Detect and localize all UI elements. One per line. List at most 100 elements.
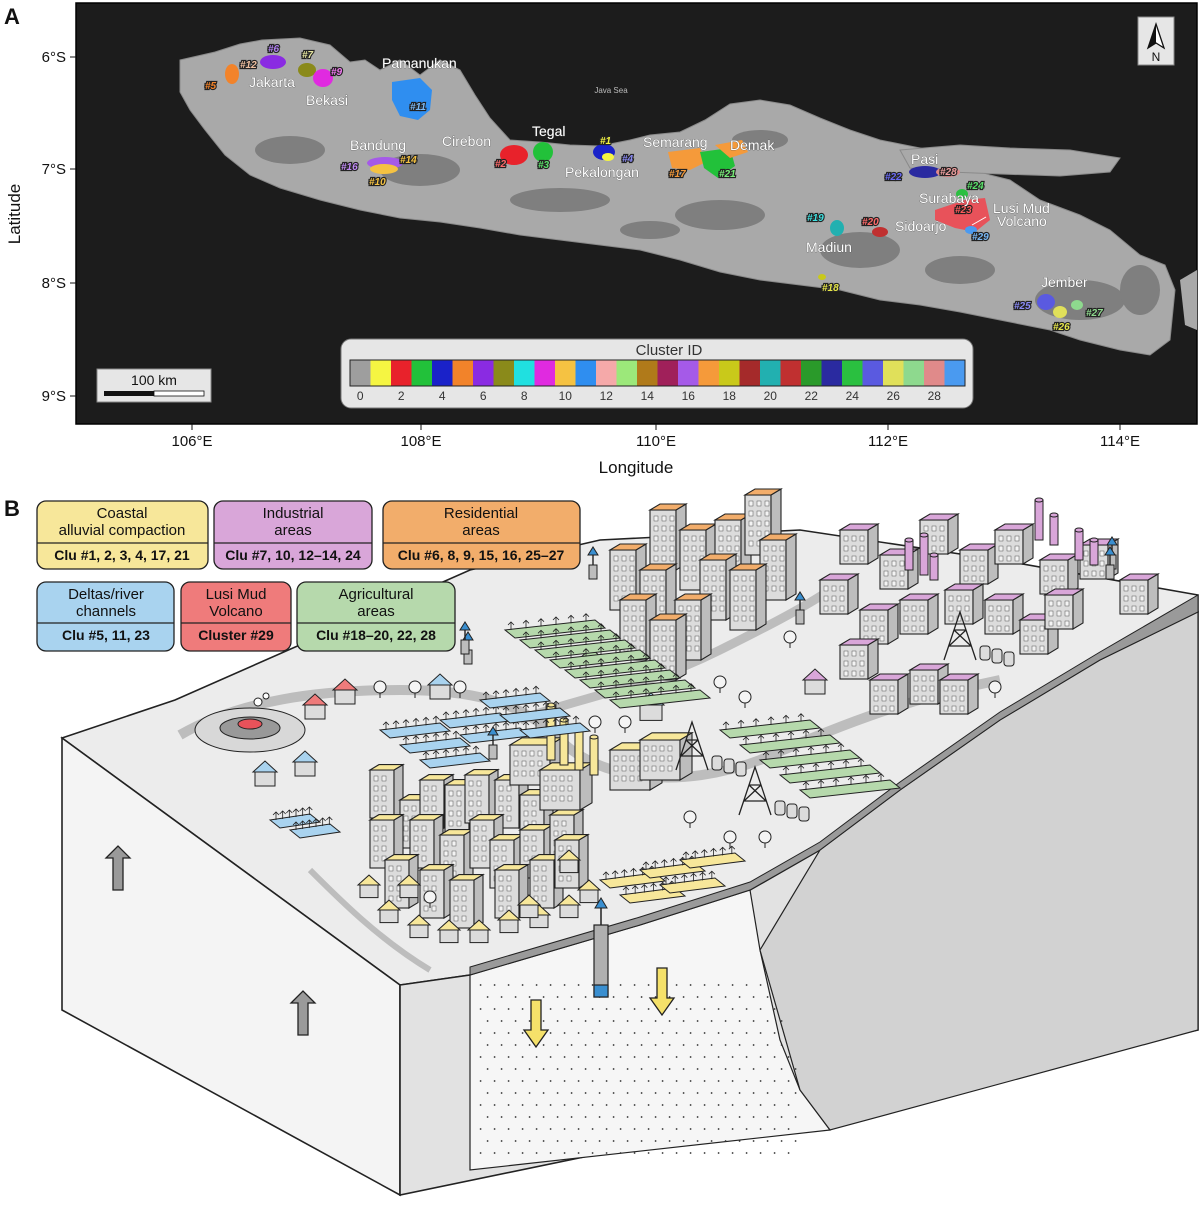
field-plot	[533, 639, 637, 659]
window	[998, 535, 1004, 542]
window	[613, 555, 619, 562]
window	[659, 595, 665, 602]
window	[779, 555, 785, 562]
window	[461, 915, 467, 922]
window	[1051, 565, 1057, 572]
crop-plant	[507, 621, 515, 630]
stipple-dot	[724, 1068, 727, 1070]
stipple-dot	[696, 1140, 699, 1142]
field-plot	[718, 719, 822, 739]
building-side	[847, 573, 859, 615]
stipple-dot	[766, 1092, 769, 1094]
crop-plant	[687, 683, 695, 692]
legend-swatch	[698, 360, 719, 386]
legend-swatch	[883, 360, 904, 386]
window	[1006, 545, 1012, 552]
stipple-dot	[794, 1068, 797, 1070]
window	[939, 525, 945, 532]
box-title: areas	[357, 603, 395, 620]
x-tick-label: 112°E	[868, 433, 908, 450]
crop-field	[658, 870, 727, 894]
box-title: areas	[274, 522, 312, 539]
stipple-dot	[626, 1092, 629, 1094]
stipple-dot	[563, 1152, 566, 1154]
crop-plant	[657, 686, 665, 695]
window	[423, 875, 429, 882]
stipple-dot	[563, 1104, 566, 1106]
stipple-dot	[549, 1104, 552, 1106]
field-plot	[678, 852, 747, 869]
window	[956, 605, 962, 612]
crop-plant	[582, 659, 590, 669]
stipple-dot	[640, 1092, 643, 1094]
tree	[618, 715, 632, 733]
building-side	[578, 833, 589, 889]
window	[899, 570, 905, 577]
window	[431, 795, 437, 802]
window	[748, 530, 754, 537]
window	[899, 560, 905, 567]
window	[551, 775, 557, 782]
residential-tower	[648, 503, 688, 571]
crop-plant	[597, 658, 605, 667]
window	[396, 865, 402, 872]
window	[686, 645, 692, 652]
legend-tick-label: 22	[805, 389, 819, 403]
window	[1139, 585, 1145, 592]
crop-plant	[642, 664, 650, 674]
chimney-stack	[919, 534, 929, 576]
window	[613, 775, 619, 782]
tree	[373, 680, 387, 698]
stipple-dot	[570, 1020, 573, 1022]
chimney-top	[1034, 497, 1044, 503]
crop-plant	[319, 817, 326, 826]
crop-plant	[627, 643, 635, 652]
drill-rig	[675, 719, 747, 777]
stipple-dot	[605, 1032, 608, 1034]
window	[718, 525, 724, 532]
crop-plant	[452, 710, 460, 719]
stipple-dot	[717, 1056, 720, 1058]
stipple-dot	[752, 1068, 755, 1070]
stipple-dot	[507, 1104, 510, 1106]
window	[423, 905, 429, 912]
stipple-dot	[675, 1128, 678, 1130]
crop-plant	[691, 850, 699, 859]
house	[331, 678, 359, 705]
window	[859, 555, 865, 562]
coastal-building	[448, 873, 485, 929]
window	[431, 885, 437, 892]
crop-plant	[306, 806, 313, 815]
crop-plant	[597, 646, 605, 655]
window	[621, 555, 627, 562]
stipple-dot	[521, 1104, 524, 1106]
window	[506, 875, 512, 882]
house-roof	[556, 849, 582, 861]
crop-plant	[657, 663, 665, 672]
java-island	[179, 37, 1176, 356]
crop-plant	[582, 671, 590, 680]
stipple-dot	[710, 996, 713, 998]
crop-plant	[630, 867, 637, 877]
stipple-dot	[682, 1092, 685, 1094]
city-label: Semarang	[643, 134, 708, 150]
window	[921, 685, 927, 692]
crop-field	[378, 715, 452, 739]
house-roof	[556, 894, 582, 906]
chimney	[1089, 537, 1099, 566]
window	[567, 775, 573, 782]
cluster-label: #19	[807, 213, 824, 224]
window	[388, 875, 394, 882]
window	[481, 825, 487, 832]
window	[1083, 560, 1089, 567]
stipple-dot	[689, 1056, 692, 1058]
stipple-dot	[661, 1104, 664, 1106]
stipple-dot	[661, 1080, 664, 1082]
building-roof	[448, 874, 485, 881]
chimney-stack	[929, 554, 939, 581]
window	[669, 635, 675, 642]
window	[911, 605, 917, 612]
stipple-dot	[556, 1092, 559, 1094]
window	[639, 605, 645, 612]
window	[1083, 570, 1089, 577]
